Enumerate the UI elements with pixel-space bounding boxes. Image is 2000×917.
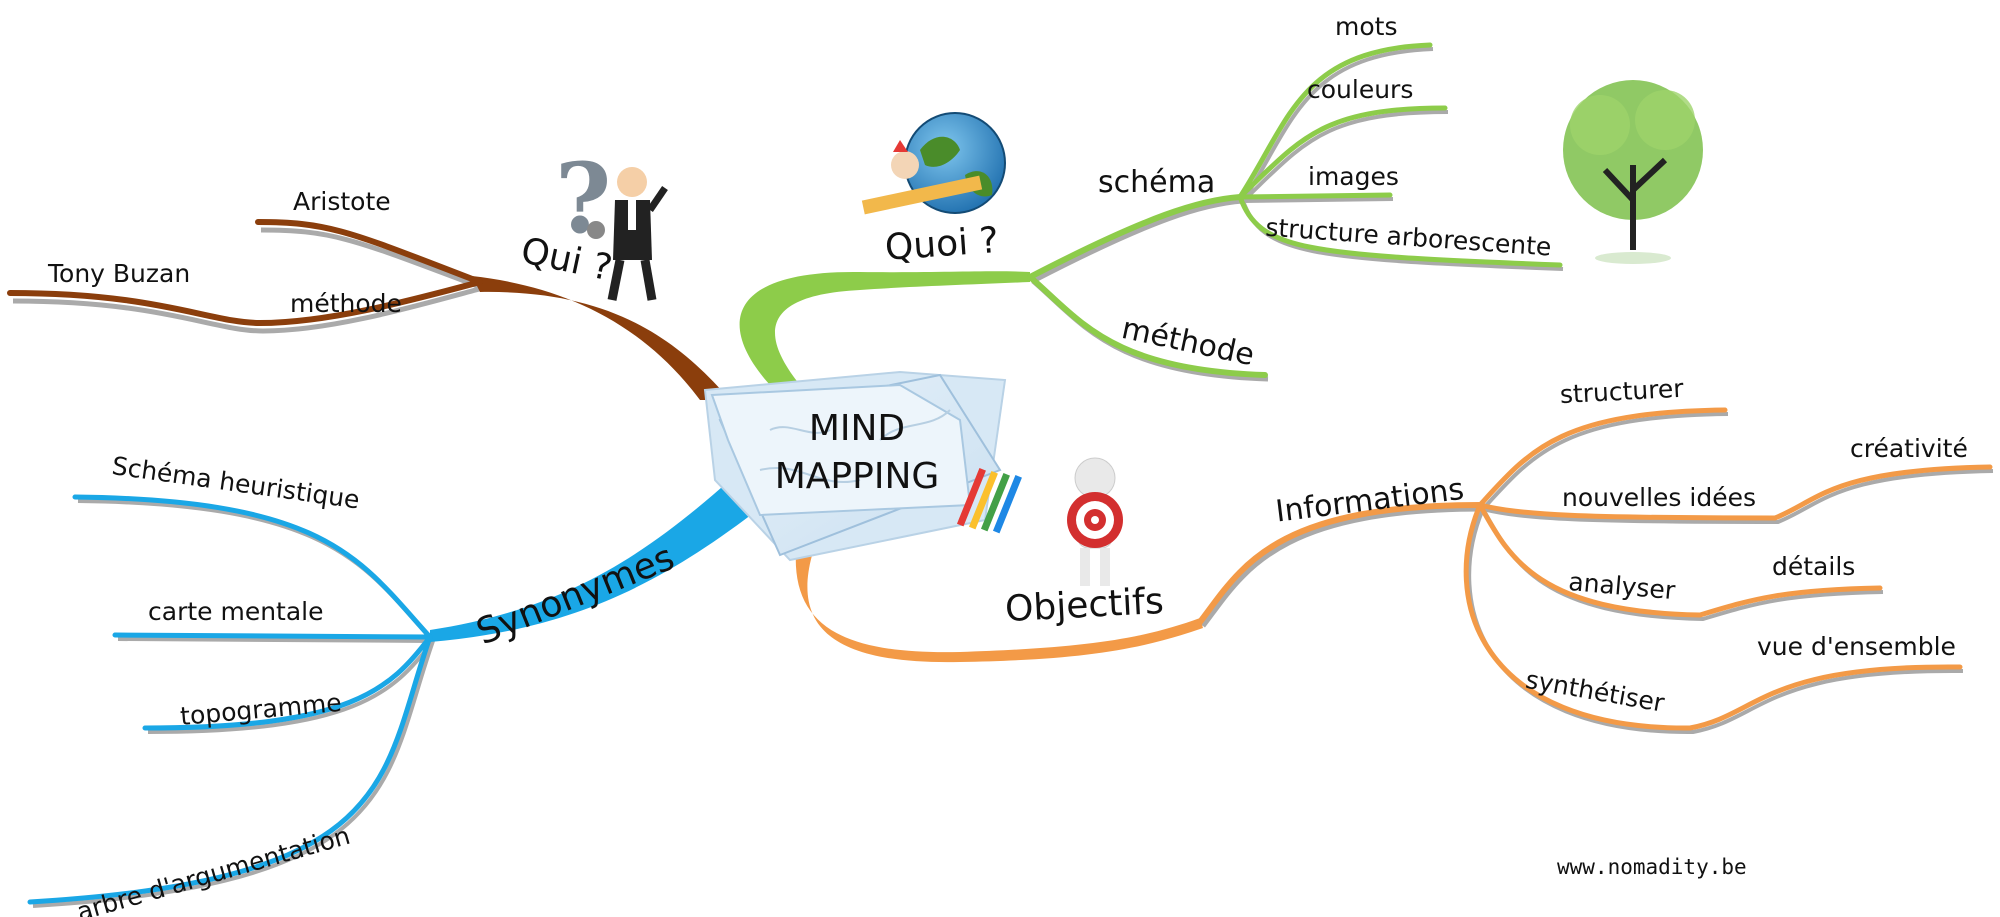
branch-quoi-methode-line: [1027, 274, 1268, 378]
paper-pencils-illustration: [956, 468, 1022, 534]
node-carte-mentale: carte mentale: [148, 597, 324, 626]
node-quoi-methode: méthode: [1119, 311, 1258, 373]
node-vue-ensemble: vue d'ensemble: [1757, 632, 1956, 661]
branch-synonymes: [27, 480, 760, 908]
node-arbre-argumentation: arbre d'argumentation: [74, 821, 354, 917]
node-informations: Informations: [1274, 472, 1466, 530]
branch-quoi-schema-line: [1027, 194, 1243, 280]
question-man-illustration: ?: [555, 142, 668, 301]
branch-qui-aristote-line: [255, 219, 483, 285]
branch-objectifs-analyser-line: [1477, 502, 1883, 618]
node-images: images: [1308, 162, 1399, 191]
branch-objectifs-structurer-line: [1477, 407, 1728, 508]
node-nouvelles-idees: nouvelles idées: [1562, 483, 1756, 512]
branch-quoi-images-line: [1237, 192, 1393, 200]
branch-synonymes-heuristique-line: [72, 494, 433, 640]
node-details: détails: [1772, 552, 1855, 581]
branch-qui: [7, 219, 730, 400]
branch-objectifs-informations-line: [1197, 502, 1483, 625]
branch-label-synonymes: Synonymes: [471, 537, 680, 653]
node-aristote: Aristote: [293, 187, 391, 216]
branch-synonymes-carte-line: [112, 632, 433, 640]
branch-qui-main: [472, 276, 730, 400]
branch-label-objectifs: Objectifs: [1004, 581, 1165, 630]
branch-objectifs-synthetiser-line: [1463, 502, 1963, 731]
branch-quoi-couleurs-line: [1237, 105, 1448, 200]
target-man-illustration: [1067, 457, 1123, 586]
node-structure-arborescente: structure arborescente: [1265, 213, 1553, 262]
branch-quoi-structure-line: [1237, 194, 1563, 268]
node-creativite: créativité: [1850, 434, 1968, 463]
branch-objectifs: [795, 407, 1994, 735]
branch-objectifs-nouvelles-line: [1477, 464, 1993, 521]
tree-illustration: [1563, 80, 1703, 264]
node-tony-buzan: Tony Buzan: [47, 259, 190, 288]
branch-synonymes-main: [430, 480, 760, 642]
node-mots: mots: [1335, 12, 1397, 41]
node-qui-methode: méthode: [290, 289, 402, 318]
credit-url[interactable]: www.nomadity.be: [1557, 855, 1747, 879]
node-couleurs: couleurs: [1307, 75, 1413, 104]
node-schema: schéma: [1098, 165, 1215, 200]
branch-synonymes-topogramme-line: [142, 634, 433, 731]
branch-quoi-main: [739, 271, 1030, 385]
node-structurer: structurer: [1559, 374, 1685, 409]
branch-qui-methode-line: [7, 279, 483, 327]
center-title-line1: MIND: [809, 408, 905, 449]
branch-quoi-mots-line: [1237, 42, 1433, 200]
branch-synonymes-arbre-line: [27, 634, 433, 905]
branch-quoi: [739, 42, 1564, 385]
center-node: MIND MAPPING: [703, 370, 1022, 562]
center-title-line2: MAPPING: [775, 456, 940, 497]
globe-pencil-illustration: [861, 112, 1006, 215]
branch-label-quoi: Quoi ?: [884, 220, 1000, 269]
node-synthetiser: synthétiser: [1523, 665, 1667, 718]
